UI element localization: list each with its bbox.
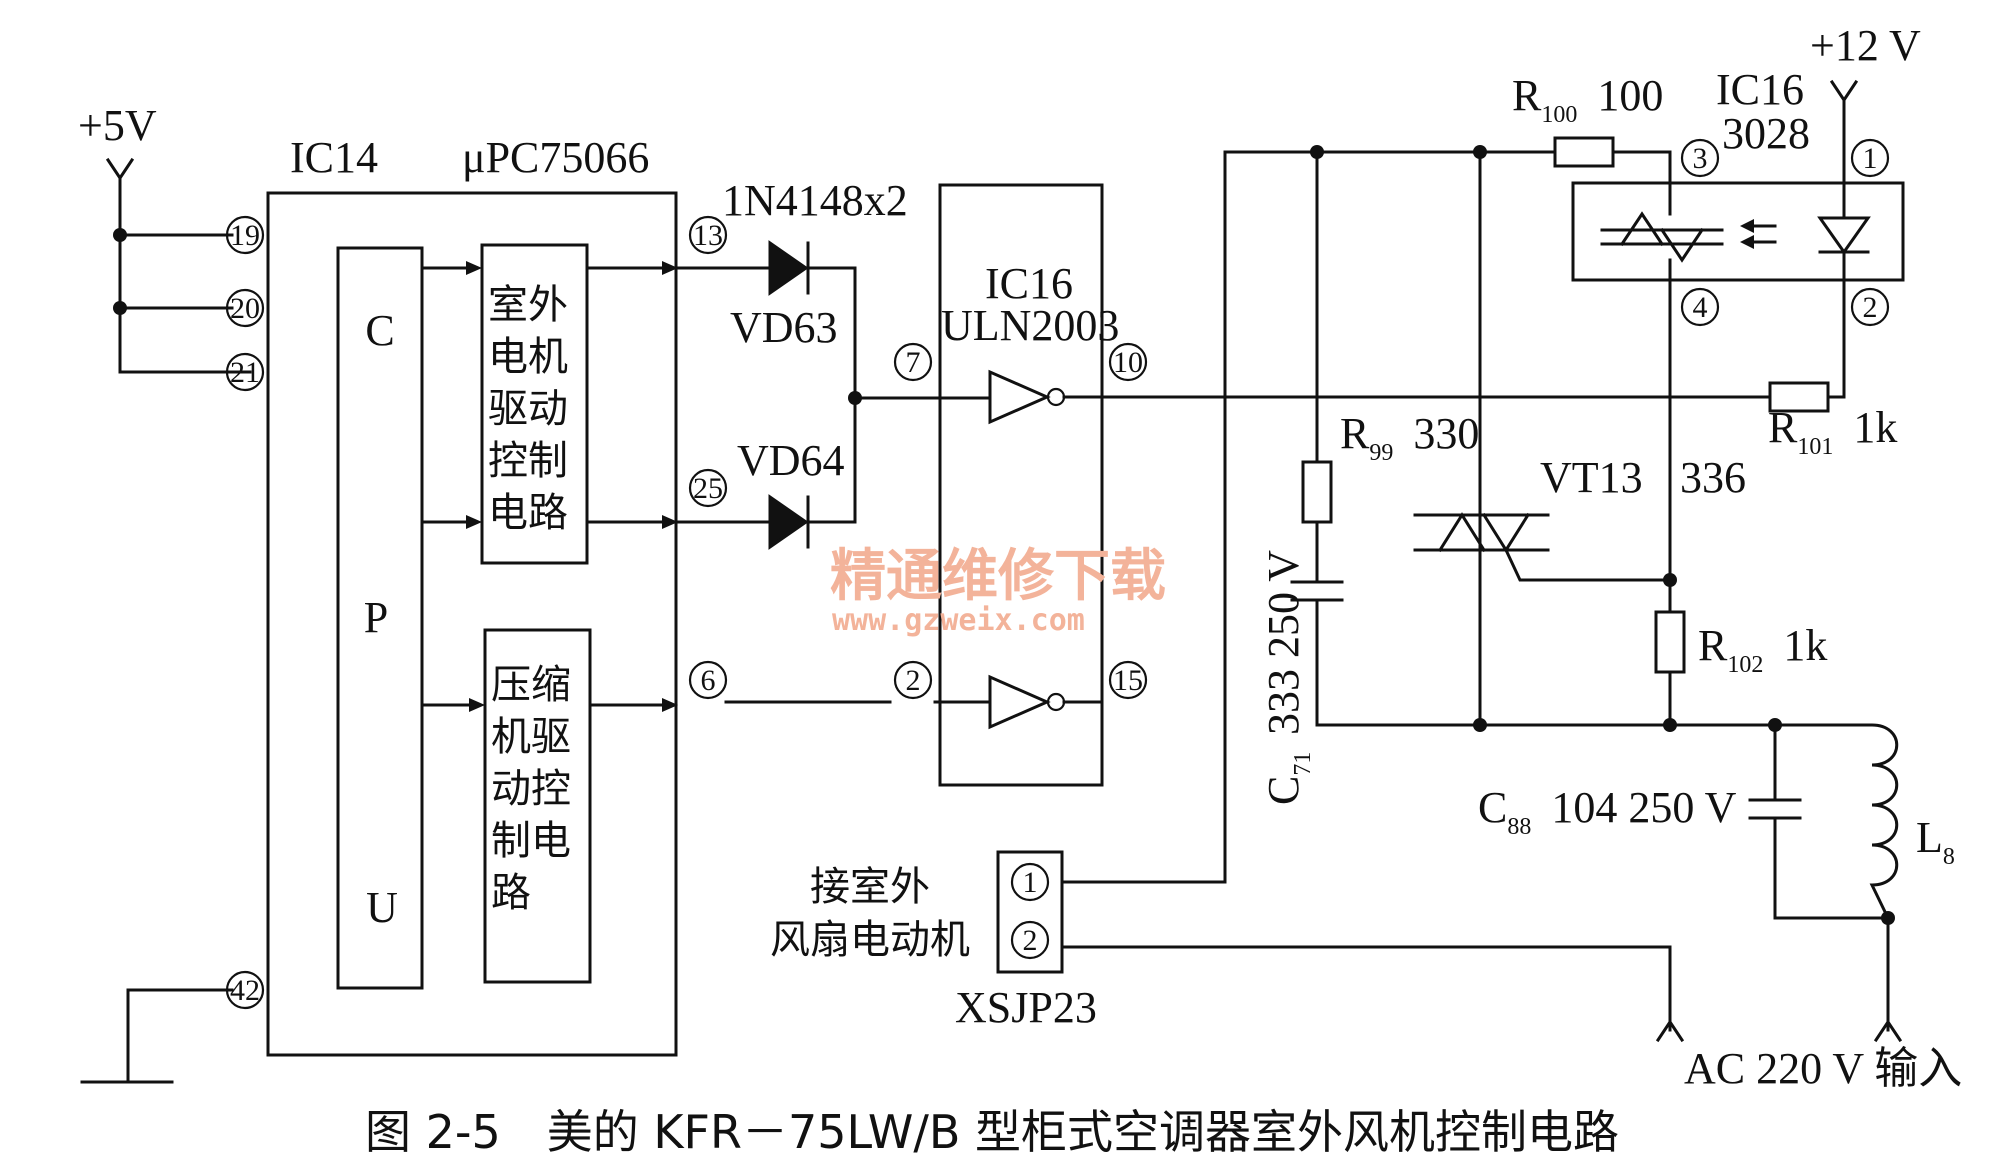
svg-text:1: 1 [1863,142,1878,175]
svg-text:VT13: VT13 [1540,453,1643,502]
ic14-part: μPC75066 [462,133,649,182]
svg-text:19: 19 [230,219,260,252]
svg-text:控制: 控制 [488,438,568,484]
optocoupler-ic16: IC16 3028 [1571,65,1905,282]
svg-text:P: P [364,593,388,642]
svg-text:7: 7 [906,346,921,379]
internal-signal-arrows [420,261,678,712]
opto-pin-1: 1 [1850,138,1890,178]
svg-text:压缩: 压缩 [491,662,571,708]
inductor-l8: L8 [1773,723,1955,925]
figure-caption: 图 2-5 美的 KFR－75LW/B 型柜式空调器室外风机控制电路 [365,1105,1619,1159]
svg-text:15: 15 [1113,664,1143,697]
svg-text:制电: 制电 [491,818,571,864]
ac-input-terminals: AC 220 V 输入 [1060,916,1962,1093]
diode-pair: 1N4148x2 [674,176,942,524]
uln-pin-2: 2 [893,660,933,700]
vcc5-label: +5V [78,101,157,150]
svg-text:1: 1 [1023,866,1038,899]
vcc12-supply: +12 V [1810,21,1921,185]
ic14-pin-42: 42 [225,970,265,1010]
connector-xsjp23: 1 2 接室外 风扇电动机 XSJP23 [770,850,1227,1032]
ic14-pin-6: 6 [688,660,728,700]
cpu-block: C P U [336,246,424,990]
svg-text:接室外: 接室外 [810,864,930,910]
svg-text:336: 336 [1680,453,1746,502]
opto-pin-4: 4 [1680,287,1720,327]
capacitor-c71: C71 333 250 V [1259,550,1344,805]
svg-text:电路: 电路 [488,490,568,536]
ic14-pin-21: 21 [225,352,265,392]
svg-text:10: 10 [1113,346,1143,379]
svg-text:驱动: 驱动 [488,386,568,432]
svg-text:L8: L8 [1916,813,1955,870]
ground-symbol [80,988,234,1084]
svg-text:XSJP23: XSJP23 [955,983,1097,1032]
opto-ref: IC16 [1716,65,1804,114]
svg-text:VD64: VD64 [737,436,845,485]
svg-text:25: 25 [693,472,723,505]
svg-text:4: 4 [1693,291,1708,324]
svg-text:风扇电动机: 风扇电动机 [770,917,970,963]
opto-pin-2: 2 [1850,287,1890,327]
uln-pin-15: 15 [1108,660,1148,700]
ic14-chip: IC14 μPC75066 [266,133,678,1057]
svg-text:333 250 V: 333 250 V [1259,550,1308,735]
svg-text:C: C [365,306,394,355]
ic14-ref: IC14 [290,133,378,182]
svg-text:www.gzweix.com: www.gzweix.com [832,603,1085,638]
diode-pair-label: 1N4148x2 [722,176,908,225]
bottom-rail [1315,718,1782,732]
diode-vd64: VD64 [737,436,845,550]
svg-text:C71: C71 [1259,752,1316,805]
uln-pin-7: 7 [893,342,933,382]
svg-text:21: 21 [230,356,260,389]
svg-text:2: 2 [1023,924,1038,957]
opto-pin-3: 3 [1680,138,1720,178]
ic14-pin-13: 13 [688,215,728,255]
watermark: 精通维修下载 www.gzweix.com [830,544,1166,638]
svg-text:室外: 室外 [488,282,568,328]
svg-text:2: 2 [1863,291,1878,324]
triac-vt13: VT13 336 [1413,150,1746,727]
outdoor-motor-drive-block: 室外 电机 驱动 控制 电路 [480,243,589,565]
svg-text:3: 3 [1693,142,1708,175]
uln-part: ULN2003 [941,301,1119,350]
svg-text:6: 6 [701,664,716,697]
svg-text:电机: 电机 [488,334,568,380]
svg-text:2: 2 [906,664,921,697]
vcc12-label: +12 V [1810,21,1921,70]
uln-pin-10: 10 [1108,342,1148,382]
vcc5-supply: +5V [78,101,252,374]
svg-text:42: 42 [230,974,260,1007]
uln-ref: IC16 [985,259,1073,308]
svg-text:13: 13 [693,219,723,252]
svg-text:VD63: VD63 [730,303,838,352]
ac-input-label: AC 220 V 输入 [1684,1044,1962,1093]
diode-vd63: VD63 [730,240,838,352]
svg-text:机驱: 机驱 [491,714,571,760]
ic14-pin-25: 25 [688,468,728,508]
svg-text:20: 20 [230,292,260,325]
opto-part: 3028 [1722,109,1810,158]
ic14-pin-19: 19 [225,215,265,255]
compressor-drive-block: 压缩 机驱 动控 制电 路 [483,628,592,984]
uln2003-chip: IC16 ULN2003 [724,183,1119,787]
svg-text:路: 路 [491,870,531,916]
ic14-pin-20: 20 [225,288,265,328]
svg-text:动控: 动控 [491,766,571,812]
svg-text:U: U [366,883,398,932]
svg-text:精通维修下载: 精通维修下载 [830,544,1166,609]
